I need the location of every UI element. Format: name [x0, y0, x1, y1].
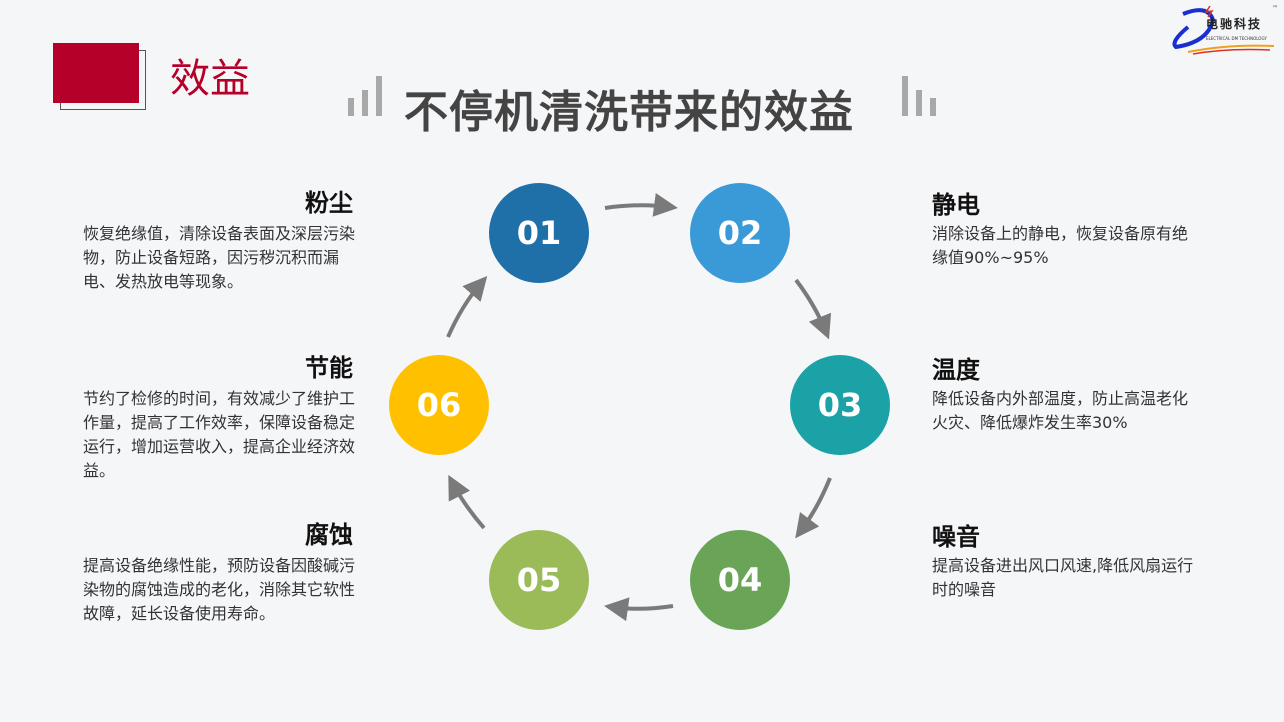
benefit-text: 恢复绝缘值，清除设备表面及深层污染物，防止设备短路，因污秽沉积而漏电、发热放电等…	[83, 224, 356, 291]
arrow-04-05	[604, 597, 674, 622]
benefit-heading: 粉尘	[305, 189, 353, 217]
benefit-noise: 噪音 提高设备进出风口风速,降低风扇运行时的噪音	[932, 517, 1202, 602]
logo-subtext: ELECTRICAL DM TECHNOLOGY	[1206, 36, 1267, 41]
benefit-heading: 节能	[305, 354, 353, 382]
arrow-06-01	[446, 275, 488, 338]
step-circle-01: 01	[489, 183, 589, 283]
benefit-corrosion: 腐蚀 提高设备绝缘性能，预防设备因酸碱污染物的腐蚀造成的老化，消除其它软性故障，…	[83, 515, 358, 626]
benefit-heading: 温度	[932, 356, 980, 384]
section-marker	[53, 43, 139, 103]
logo-icon	[1172, 5, 1275, 55]
benefit-energy: 节能 节约了检修的时间，有效减少了维护工作量，提高了工作效率，保障设备稳定运行，…	[83, 348, 358, 483]
title-deco-bar	[916, 90, 922, 116]
arrow-05-06	[448, 474, 486, 530]
company-logo: 电驰科技 ELECTRICAL DM TECHNOLOGY ™	[1168, 2, 1282, 56]
arrow-01-02	[604, 192, 678, 217]
benefit-text: 提高设备进出风口风速,降低风扇运行时的噪音	[932, 556, 1194, 599]
benefit-text: 提高设备绝缘性能，预防设备因酸碱污染物的腐蚀造成的老化，消除其它软性故障，延长设…	[83, 556, 356, 623]
page-title: 不停机清洗带来的效益	[404, 87, 854, 138]
step-circle-02: 02	[690, 183, 790, 283]
benefit-temperature: 温度 降低设备内外部温度，防止高温老化火灾、降低爆炸发生率30%	[932, 350, 1202, 435]
title-deco-bar	[930, 98, 936, 116]
section-label: 效益	[170, 56, 250, 102]
title-deco-bar	[902, 76, 908, 116]
step-circle-03: 03	[790, 355, 890, 455]
benefit-dust: 粉尘 恢复绝缘值，清除设备表面及深层污染物，防止设备短路，因污秽沉积而漏电、发热…	[83, 183, 358, 294]
benefit-heading: 静电	[932, 191, 980, 219]
title-deco-bar	[362, 90, 368, 116]
benefit-text: 消除设备上的静电，恢复设备原有绝缘值90%~95%	[932, 224, 1189, 267]
step-circle-04: 04	[690, 530, 790, 630]
benefit-text: 节约了检修的时间，有效减少了维护工作量，提高了工作效率，保障设备稳定运行，增加运…	[83, 389, 356, 480]
benefit-static: 静电 消除设备上的静电，恢复设备原有绝缘值90%~95%	[932, 185, 1202, 270]
logo-text: 电驰科技	[1206, 17, 1263, 31]
arrow-02-03	[794, 278, 832, 340]
step-circle-05: 05	[489, 530, 589, 630]
step-circle-06: 06	[389, 355, 489, 455]
logo-tm: ™	[1272, 5, 1278, 12]
title-deco-bar	[348, 98, 354, 116]
arrow-03-04	[795, 477, 832, 539]
benefit-heading: 噪音	[932, 523, 980, 551]
title-deco-bar	[376, 76, 382, 116]
benefit-heading: 腐蚀	[305, 521, 353, 549]
benefit-text: 降低设备内外部温度，防止高温老化火灾、降低爆炸发生率30%	[932, 389, 1189, 432]
